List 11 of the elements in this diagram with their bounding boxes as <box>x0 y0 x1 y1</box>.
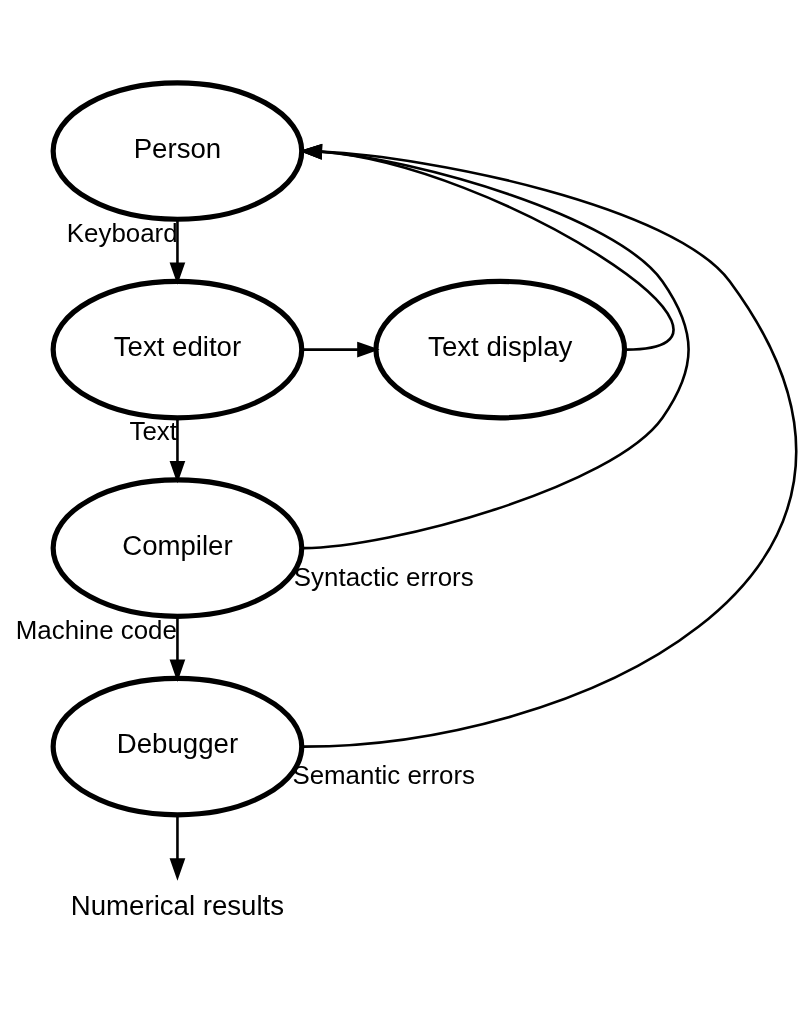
node-text: Numerical results <box>70 889 285 921</box>
edge-label: Syntactic errors <box>293 562 474 591</box>
node-ellipse: Text editor <box>50 278 305 420</box>
node-ellipse: Person <box>50 79 305 222</box>
arrow <box>302 341 380 357</box>
arrow <box>169 814 186 881</box>
arrow <box>169 417 186 483</box>
arrow <box>169 218 186 285</box>
node-ellipse: Text display <box>373 278 628 420</box>
arrow <box>169 615 186 682</box>
edge-label: Machine code <box>15 615 177 644</box>
